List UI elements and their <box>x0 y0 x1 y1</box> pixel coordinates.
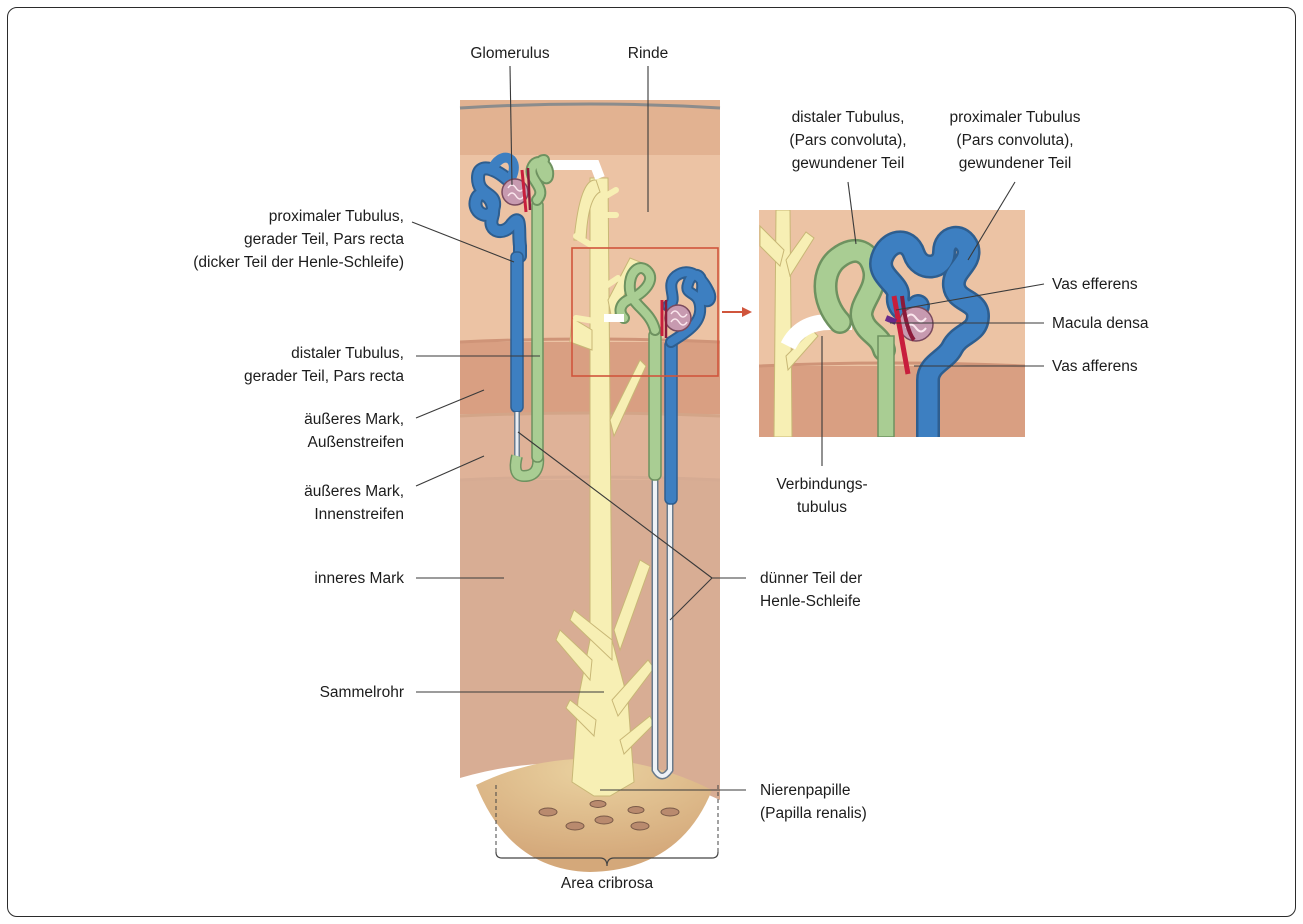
glomerulus-right <box>665 305 691 331</box>
label-thin-limb-1: dünner Teil der <box>760 570 862 587</box>
label-connecting-tubule-1: Verbindungs- <box>776 476 867 493</box>
label-outer-medulla-inner-2: Innenstreifen <box>314 506 404 523</box>
label-glomerulus: Glomerulus <box>470 45 549 62</box>
label-papilla-2: (Papilla renalis) <box>760 805 867 822</box>
label-area-cribrosa: Area cribrosa <box>561 875 654 892</box>
label-outer-medulla-outer-1: äußeres Mark, <box>304 411 404 428</box>
label-distal-straight-1: distaler Tubulus, <box>291 345 404 362</box>
label-proximal-convoluted-1: proximaler Tubulus <box>950 109 1081 126</box>
label-macula-densa: Macula densa <box>1052 315 1149 332</box>
label-distal-straight-2: gerader Teil, Pars recta <box>244 368 404 385</box>
label-outer-medulla-inner-1: äußeres Mark, <box>304 483 404 500</box>
macula-densa-mark <box>886 318 896 322</box>
label-rinde: Rinde <box>628 45 669 62</box>
label-connecting-tubule-2: tubulus <box>797 499 847 516</box>
label-distal-convoluted-2: (Pars convoluta), <box>789 132 906 149</box>
label-proximal-straight-3: (dicker Teil der Henle-Schleife) <box>193 254 404 271</box>
label-proximal-convoluted-3: gewundener Teil <box>959 155 1072 172</box>
label-distal-convoluted-3: gewundener Teil <box>792 155 905 172</box>
label-vas-efferens: Vas efferens <box>1052 276 1138 293</box>
label-collecting-duct: Sammelrohr <box>320 684 404 701</box>
label-distal-convoluted-1: distaler Tubulus, <box>792 109 905 126</box>
label-proximal-straight-2: gerader Teil, Pars recta <box>244 231 404 248</box>
label-thin-limb-2: Henle-Schleife <box>760 593 861 610</box>
label-vas-afferens: Vas afferens <box>1052 358 1138 375</box>
label-papilla-1: Nierenpapille <box>760 782 850 799</box>
label-proximal-convoluted-2: (Pars convoluta), <box>956 132 1073 149</box>
zoom-arrow <box>722 307 752 317</box>
label-outer-medulla-outer-2: Außenstreifen <box>308 434 405 451</box>
label-proximal-straight-1: proximaler Tubulus, <box>269 208 404 225</box>
label-inner-medulla: inneres Mark <box>314 570 404 587</box>
